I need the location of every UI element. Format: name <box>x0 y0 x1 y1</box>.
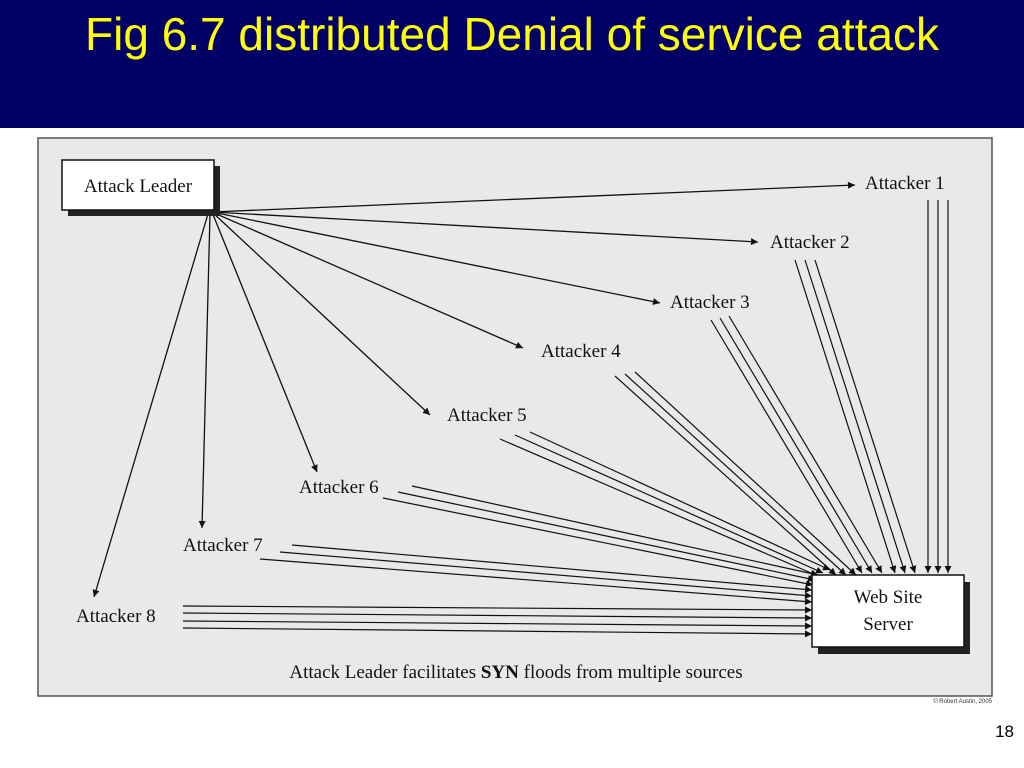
arrow-to-attacker-3 <box>211 211 661 306</box>
attacker-4-label: Attacker 4 <box>541 341 621 362</box>
diagram-caption: Attack Leader facilitates SYN floods fro… <box>289 662 742 683</box>
attacker-7-label: Attacker 7 <box>183 535 263 556</box>
attacker-8-label: Attacker 8 <box>76 606 156 627</box>
copyright-notice: © Robert Austin, 2005 <box>933 699 992 705</box>
arrow-to-attacker-6 <box>211 211 318 473</box>
title-bar <box>0 0 1024 128</box>
flood-arrows <box>182 200 952 638</box>
attacker-5-label: Attacker 5 <box>447 405 527 426</box>
caption-bold: SYN <box>481 662 519 683</box>
arrow-to-attacker-5 <box>211 211 431 416</box>
slide-title: Fig 6.7 distributed Denial of service at… <box>85 8 939 60</box>
caption-part1: Attack Leader facilitates <box>289 662 480 683</box>
arrow-to-attacker-2 <box>211 211 759 246</box>
attacker-6-label: Attacker 6 <box>299 477 379 498</box>
leader-arrows <box>92 181 856 598</box>
arrow-to-attacker-4 <box>211 211 524 349</box>
attacker-1-label: Attacker 1 <box>865 173 945 194</box>
arrow-to-attacker-8 <box>92 213 209 598</box>
arrow-to-attacker-1 <box>211 181 856 213</box>
server-label-line2: Server <box>863 614 913 635</box>
page-number: 18 <box>995 722 1014 741</box>
arrow-to-attacker-7 <box>198 213 211 529</box>
caption-part2: floods from multiple sources <box>519 662 743 683</box>
attacker-3-label: Attacker 3 <box>670 292 750 313</box>
attacker-2-label: Attacker 2 <box>770 232 850 253</box>
server-label-line1: Web Site <box>854 587 923 608</box>
web-server-node: Web Site Server <box>811 574 970 654</box>
attack-leader-label: Attack Leader <box>84 176 193 197</box>
attack-leader-node: Attack Leader <box>61 159 220 216</box>
